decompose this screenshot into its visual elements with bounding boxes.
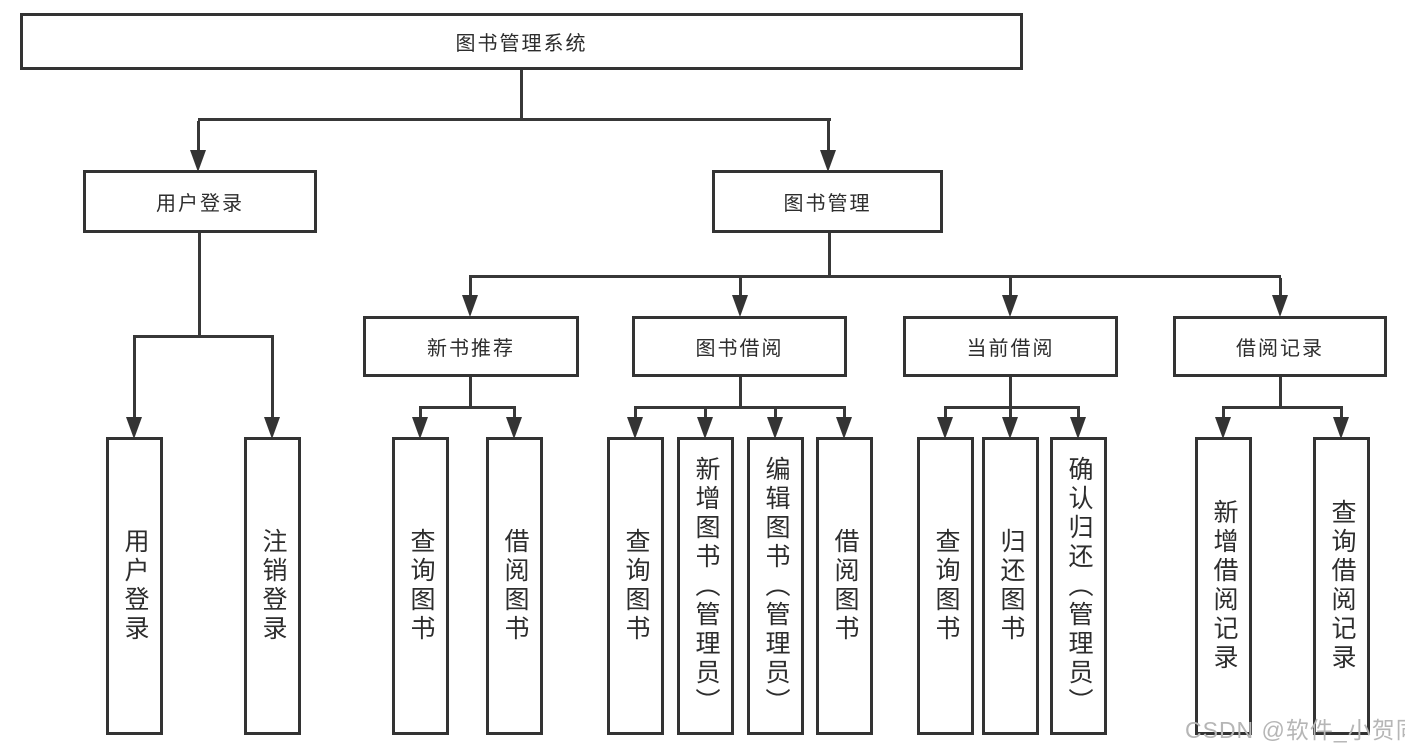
- connector-line: [1340, 409, 1343, 422]
- leaf-query-books-recommend: 查询图书: [392, 437, 449, 735]
- connector-line: [1009, 409, 1012, 422]
- node-book-management: 图书管理: [712, 170, 943, 233]
- connector-line: [469, 275, 1281, 278]
- connector-line: [1077, 409, 1080, 422]
- arrow-down-icon: [190, 150, 206, 172]
- leaf-user-login: 用户登录: [106, 437, 163, 735]
- arrow-down-icon: [412, 417, 428, 439]
- connector-line: [469, 278, 472, 299]
- connector-line: [827, 121, 830, 152]
- connector-line: [197, 121, 200, 152]
- connector-line: [944, 409, 947, 422]
- arrow-down-icon: [937, 417, 953, 439]
- connector-line: [828, 233, 831, 277]
- arrow-down-icon: [264, 417, 280, 439]
- connector-line: [1009, 377, 1012, 408]
- connector-line: [419, 406, 516, 409]
- connector-line: [704, 409, 707, 422]
- arrow-down-icon: [732, 295, 748, 317]
- arrow-down-icon: [1333, 417, 1349, 439]
- node-new-book-recommendation: 新书推荐: [363, 316, 579, 377]
- connector-line: [513, 409, 516, 422]
- connector-line: [198, 233, 201, 337]
- connector-line: [419, 409, 422, 422]
- leaf-edit-book-admin: 编辑图书（管理员）: [747, 437, 804, 735]
- leaf-query-books-borrowing: 查询图书: [607, 437, 664, 735]
- node-user-login: 用户登录: [83, 170, 317, 233]
- connector-line: [1009, 278, 1012, 299]
- leaf-confirm-return-admin: 确认归还（管理员）: [1050, 437, 1107, 735]
- arrow-down-icon: [1215, 417, 1231, 439]
- connector-line: [739, 377, 742, 408]
- arrow-down-icon: [126, 417, 142, 439]
- leaf-add-borrow-record: 新增借阅记录: [1195, 437, 1252, 735]
- arrow-down-icon: [627, 417, 643, 439]
- arrow-down-icon: [1002, 417, 1018, 439]
- connector-line: [198, 118, 831, 121]
- connector-line: [1279, 278, 1282, 299]
- watermark: CSDN @软件_小贺同学: [1185, 717, 1405, 743]
- arrow-down-icon: [820, 150, 836, 172]
- connector-line: [774, 409, 777, 422]
- connector-line: [133, 335, 274, 338]
- connector-line: [469, 377, 472, 408]
- arrow-down-icon: [1070, 417, 1086, 439]
- connector-line: [520, 70, 523, 120]
- leaf-return-books: 归还图书: [982, 437, 1039, 735]
- connector-line: [1279, 377, 1282, 408]
- node-current-borrowing: 当前借阅: [903, 316, 1118, 377]
- leaf-query-borrow-record: 查询借阅记录: [1313, 437, 1370, 735]
- arrow-down-icon: [462, 295, 478, 317]
- connector-line: [634, 409, 637, 422]
- leaf-query-books-current: 查询图书: [917, 437, 974, 735]
- node-borrowing-records: 借阅记录: [1173, 316, 1387, 377]
- arrow-down-icon: [1002, 295, 1018, 317]
- leaf-borrow-books-borrowing: 借阅图书: [816, 437, 873, 735]
- arrow-down-icon: [836, 417, 852, 439]
- leaf-logout: 注销登录: [244, 437, 301, 735]
- connector-line: [843, 409, 846, 422]
- connector-line: [133, 338, 136, 421]
- leaf-borrow-books-recommend: 借阅图书: [486, 437, 543, 735]
- connector-line: [1222, 409, 1225, 422]
- arrow-down-icon: [1272, 295, 1288, 317]
- arrow-down-icon: [767, 417, 783, 439]
- connector-line: [634, 406, 846, 409]
- connector-line: [739, 278, 742, 299]
- node-library-management-system: 图书管理系统: [20, 13, 1023, 70]
- node-book-borrowing: 图书借阅: [632, 316, 847, 377]
- connector-line: [271, 338, 274, 421]
- arrow-down-icon: [506, 417, 522, 439]
- leaf-add-book-admin: 新增图书（管理员）: [677, 437, 734, 735]
- connector-line: [1222, 406, 1343, 409]
- arrow-down-icon: [697, 417, 713, 439]
- connector-line: [944, 406, 1080, 409]
